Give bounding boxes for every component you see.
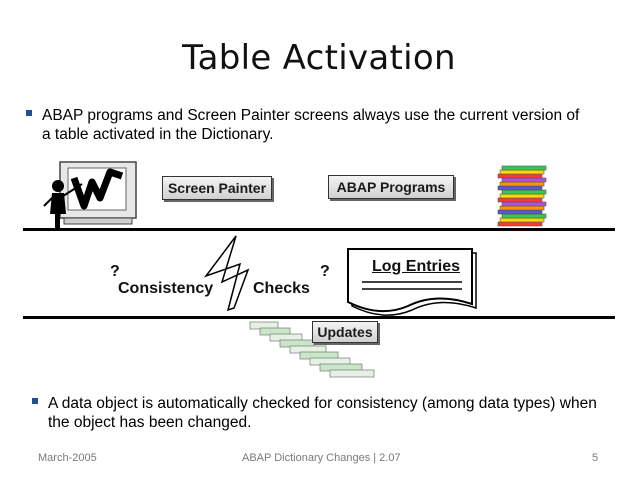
- log-document-icon: [347, 248, 477, 316]
- record-stairs-icon: [249, 321, 375, 378]
- paper-sheet: [497, 209, 543, 215]
- paper-sheet: [501, 189, 547, 195]
- bullet-marker: [32, 398, 38, 404]
- checks-label: Checks: [253, 280, 310, 297]
- slide-title: Table Activation: [182, 38, 456, 78]
- presenter-figure-icon: [43, 180, 83, 228]
- consistency-label: Consistency: [118, 280, 214, 297]
- bullet-marker: [26, 110, 32, 116]
- paper-sheet: [501, 177, 547, 183]
- divider-line-top: [23, 228, 615, 231]
- footer-title: ABAP Dictionary Changes | 2.07: [242, 452, 401, 464]
- paper-sheet: [501, 165, 547, 171]
- paper-sheet: [499, 169, 545, 175]
- paper-sheet: [497, 197, 543, 203]
- divider-line-bottom: [23, 316, 615, 319]
- paper-sheet: [501, 213, 547, 219]
- computer-monitor-icon: [59, 161, 137, 225]
- log-entries-label: Log Entries: [372, 258, 461, 275]
- bullet-text: A data object is automatically checked f…: [48, 395, 597, 431]
- lightning-bolt-icon: [203, 235, 250, 312]
- paper-sheet: [501, 201, 547, 207]
- paper-stack-icon: [497, 165, 547, 227]
- paper-sheet: [499, 181, 545, 187]
- paper-sheet: [497, 173, 543, 179]
- updates-label: Updates: [312, 321, 378, 343]
- screen-painter-label: Screen Painter: [162, 176, 272, 200]
- paper-sheet: [499, 205, 545, 211]
- paper-sheet: [497, 185, 543, 191]
- bullet-item-1: ABAP programs and Screen Painter screens…: [26, 106, 586, 144]
- question-mark-right: ?: [320, 263, 330, 280]
- question-mark-left: ?: [110, 263, 120, 280]
- paper-sheet: [497, 221, 543, 227]
- paper-sheet: [499, 193, 545, 199]
- page-number: 5: [592, 452, 599, 464]
- record-step: [329, 369, 375, 378]
- abap-programs-label: ABAP Programs: [328, 175, 454, 199]
- bullet-item-2: A data object is automatically checked f…: [32, 394, 622, 432]
- paper-sheet: [499, 217, 545, 223]
- footer-date: March-2005: [38, 452, 97, 464]
- bullet-text: ABAP programs and Screen Painter screens…: [42, 107, 580, 143]
